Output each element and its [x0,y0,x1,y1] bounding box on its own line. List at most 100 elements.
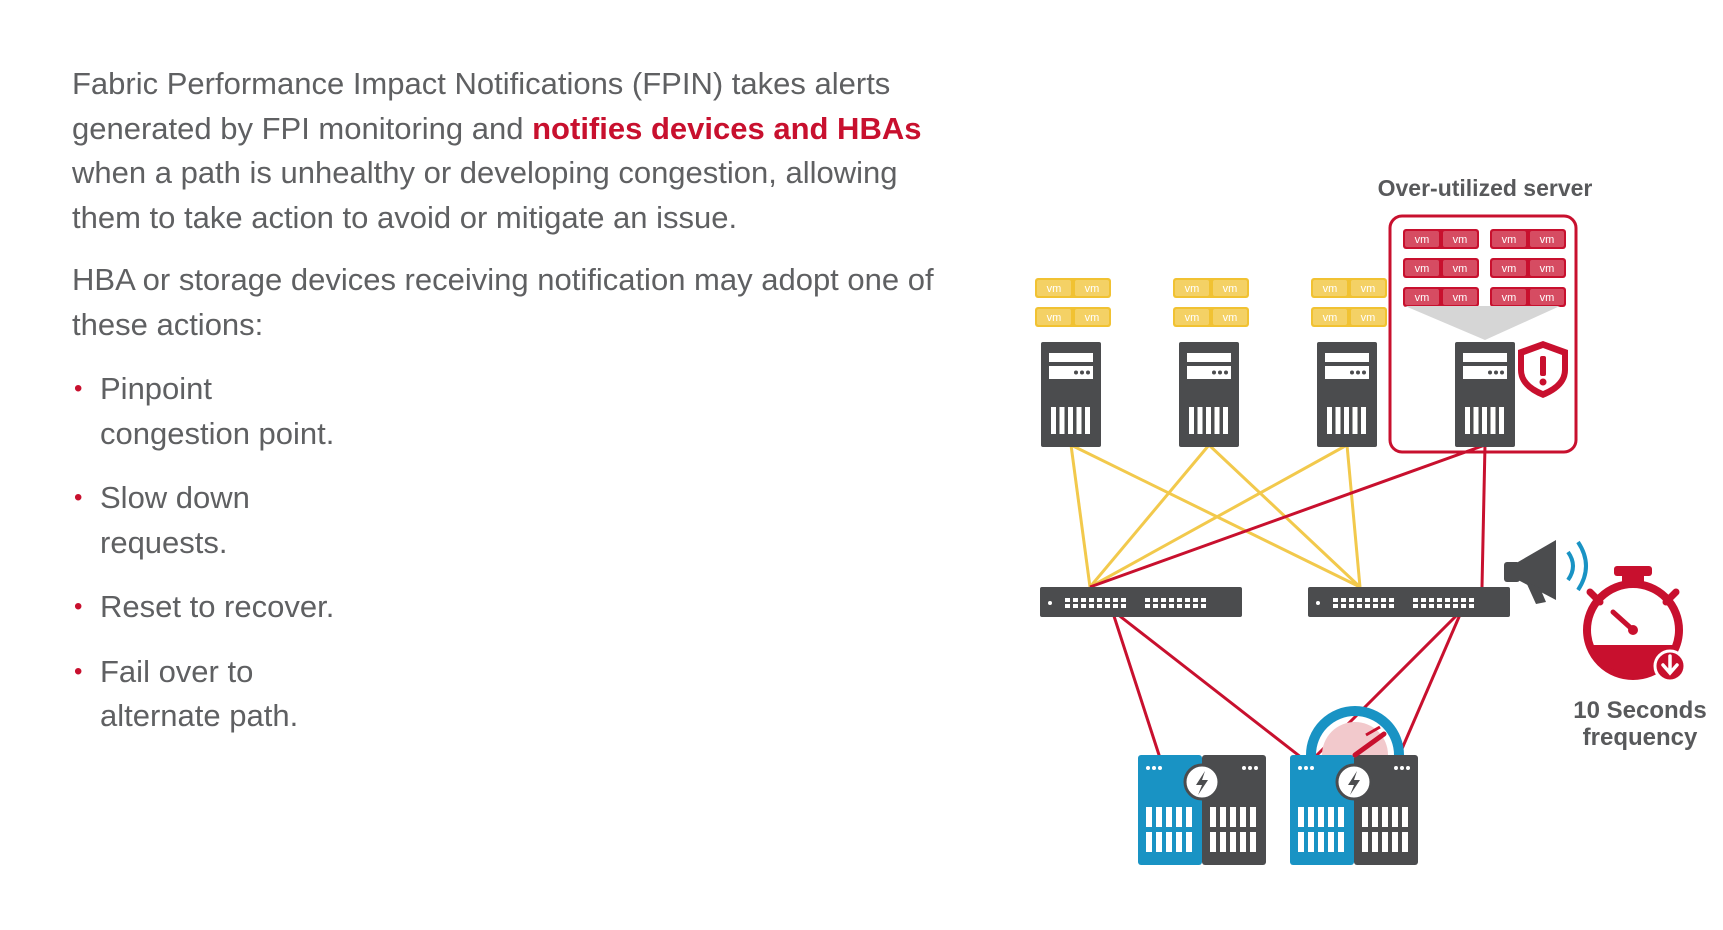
server-bay [1187,366,1231,379]
switch-port [1153,604,1158,608]
switch-port [1113,604,1118,608]
list-item: •Reset to recover. [72,585,972,630]
storage-led [1304,766,1308,770]
vm-label: vm [1047,283,1062,295]
storage-drive [1338,807,1344,827]
switch-port [1113,598,1118,602]
switch-led [1048,601,1052,605]
vm-chip-pair: vm vm [1173,307,1249,327]
storage-led [1248,766,1252,770]
switch-port [1185,604,1190,608]
storage-led [1242,766,1246,770]
switch-port [1469,604,1474,608]
switch-port [1185,598,1190,602]
switch-port [1341,598,1346,602]
switch-port [1349,598,1354,602]
vm-chip-base [1035,278,1111,298]
switch-port [1081,598,1086,602]
text-panel: Fabric Performance Impact Notifications … [72,62,972,759]
storage-drive [1382,807,1388,827]
storage-drive [1230,832,1236,852]
switch-port [1461,604,1466,608]
vm-chip [1075,280,1109,296]
intro-highlight: notifies devices and HBAs [532,110,922,146]
storage-drive [1240,807,1246,827]
switch-port [1121,598,1126,602]
storage-drive [1166,807,1172,827]
vm-chip [1443,260,1477,276]
intro-part2: when a path is unhealthy or developing c… [72,155,898,235]
vm-label: vm [1361,283,1376,295]
storage-drive [1156,807,1162,827]
vm-chip [1405,289,1439,305]
switch-port [1453,598,1458,602]
server-bay [1049,366,1093,379]
storage-drive [1176,807,1182,827]
switch-port [1421,604,1426,608]
switch-port [1341,604,1346,608]
server-vent [1344,407,1349,434]
switch-port [1333,604,1338,608]
switch-port [1437,604,1442,608]
list-item: •Pinpoint congestion point. [72,367,972,456]
server-led [1494,370,1498,375]
vm-chip-base [1173,278,1249,298]
server-vent [1335,407,1341,434]
vm-label: vm [1223,312,1238,324]
storage-drive [1240,832,1246,852]
vm-chip [1351,309,1385,325]
vm-label: vm [1453,234,1468,246]
server-bay [1049,353,1093,362]
vm-label: vm [1185,312,1200,324]
switch-port [1073,598,1078,602]
server-led [1488,370,1492,375]
vm-chip [1175,280,1209,296]
overutilized-server-box [1388,214,1578,454]
vm-chip-pair: vm vm [1035,278,1111,298]
storage-drive [1308,832,1314,852]
storage-drive [1338,832,1344,852]
vm-label: vm [1361,312,1376,324]
link-line [1345,444,1362,588]
vm-label: vm [1415,292,1430,304]
storage-drive [1392,807,1398,827]
switch-port [1461,598,1466,602]
server-led [1212,370,1216,375]
server [1179,342,1239,447]
switch-port [1413,604,1418,608]
switch-port [1121,604,1126,608]
switch-port [1073,604,1078,608]
server-vent [1189,407,1194,434]
bullet-icon: • [74,657,83,685]
action-text: Slow down requests. [100,480,250,560]
switch-port [1445,598,1450,602]
vm-label: vm [1502,263,1517,275]
storage-drive [1402,807,1408,827]
link-line [1089,443,1348,589]
switch-port [1429,598,1434,602]
alert-link-line [1111,608,1303,760]
storage-drive [1146,807,1152,827]
switch-port [1097,598,1102,602]
server-led [1224,370,1228,375]
switch-led [1316,601,1320,605]
bullet-icon: • [74,484,83,511]
switch-port [1437,598,1442,602]
switch-port [1381,598,1386,602]
storage-drive [1186,807,1192,827]
storage-drive [1210,832,1216,852]
storage-led [1310,766,1314,770]
switch-port [1081,604,1086,608]
storage-drive [1146,832,1152,852]
switch-port [1469,598,1474,602]
vm-label: vm [1085,283,1100,295]
switch-port [1105,604,1110,608]
storage-drive [1220,807,1226,827]
storage-drive [1328,807,1334,827]
storage-drive [1250,832,1256,852]
